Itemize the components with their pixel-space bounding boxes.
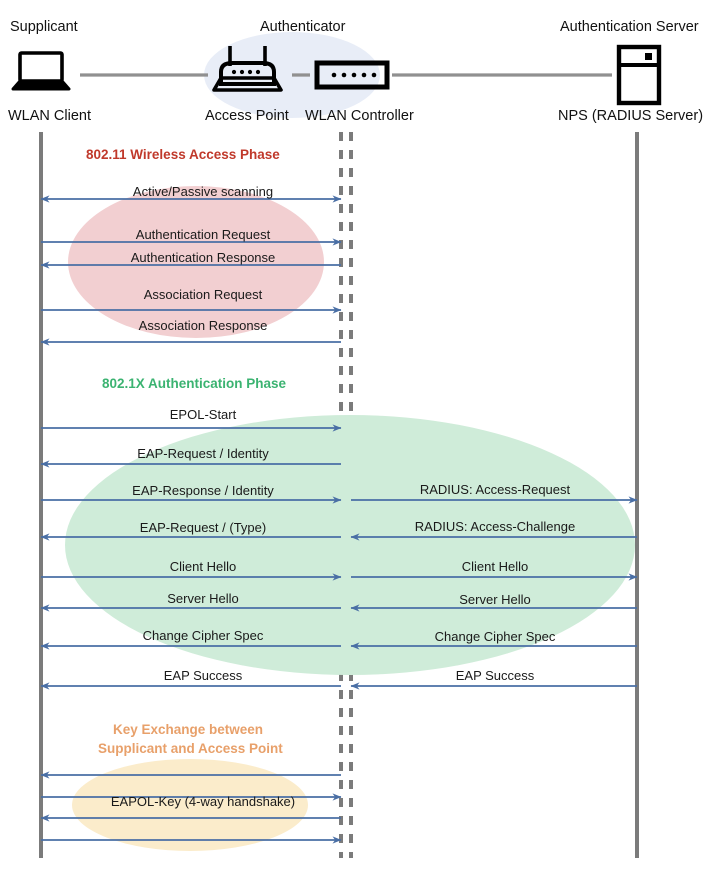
message-label-eap-request-type: EAP-Request / (Type) [139,520,267,535]
controller-box-icon [314,60,390,90]
phase-title-key-exchange-line1: Key Exchange between [112,722,264,737]
actor-device-wlan-client: WLAN Client [8,108,91,124]
phase-ellipse-dot1x [65,415,635,675]
actor-role-auth-server: Authentication Server [560,19,699,35]
phase-ellipse-key-exchange [72,759,308,851]
actor-device-wlan-controller: WLAN Controller [305,108,414,124]
phase-ellipse-wireless-access [68,186,324,338]
laptop-icon [11,51,71,91]
message-label-client-hello-left: Client Hello [169,559,237,574]
actor-device-access-point: Access Point [205,108,289,124]
actor-role-supplicant: Supplicant [10,19,78,35]
message-label-radius-access-request: RADIUS: Access-Request [419,482,571,497]
arrows-right-segment [350,496,638,690]
message-label-radius-access-challenge: RADIUS: Access-Challenge [414,519,576,534]
message-label-eap-success-right: EAP Success [455,668,535,683]
message-label-active-passive-scanning: Active/Passive scanning [132,184,274,199]
message-label-eap-success-left: EAP Success [163,668,243,683]
message-label-client-hello-right: Client Hello [461,559,529,574]
message-label-epol-start: EPOL-Start [169,407,237,422]
message-label-server-hello-right: Server Hello [459,592,531,607]
message-label-eap-request-identity: EAP-Request / Identity [137,446,269,461]
phase-title-dot1x: 802.1X Authentication Phase [102,376,287,391]
message-label-authentication-response: Authentication Response [130,250,276,265]
message-label-association-response: Association Response [138,318,268,333]
phase-title-key-exchange-line2: Supplicant and Access Point [98,741,283,756]
message-label-association-request: Association Request [143,287,263,302]
message-label-eap-response-identity: EAP-Response / Identity [132,483,274,498]
server-tower-icon [616,44,662,106]
message-label-server-hello-left: Server Hello [167,591,239,606]
message-label-change-cipher-spec-left: Change Cipher Spec [142,628,264,643]
message-label-authentication-request: Authentication Request [135,227,271,242]
phase-title-wireless-access: 802.11 Wireless Access Phase [86,147,280,162]
wireless-router-icon [212,46,283,92]
message-label-change-cipher-spec-right: Change Cipher Spec [434,629,556,644]
actor-role-authenticator: Authenticator [260,19,346,35]
arrows-left-segment [40,195,342,844]
actor-device-nps: NPS (RADIUS Server) [558,108,704,124]
message-label-eapol-key-4way-handshake: EAPOL-Key (4-way handshake) [110,794,296,809]
